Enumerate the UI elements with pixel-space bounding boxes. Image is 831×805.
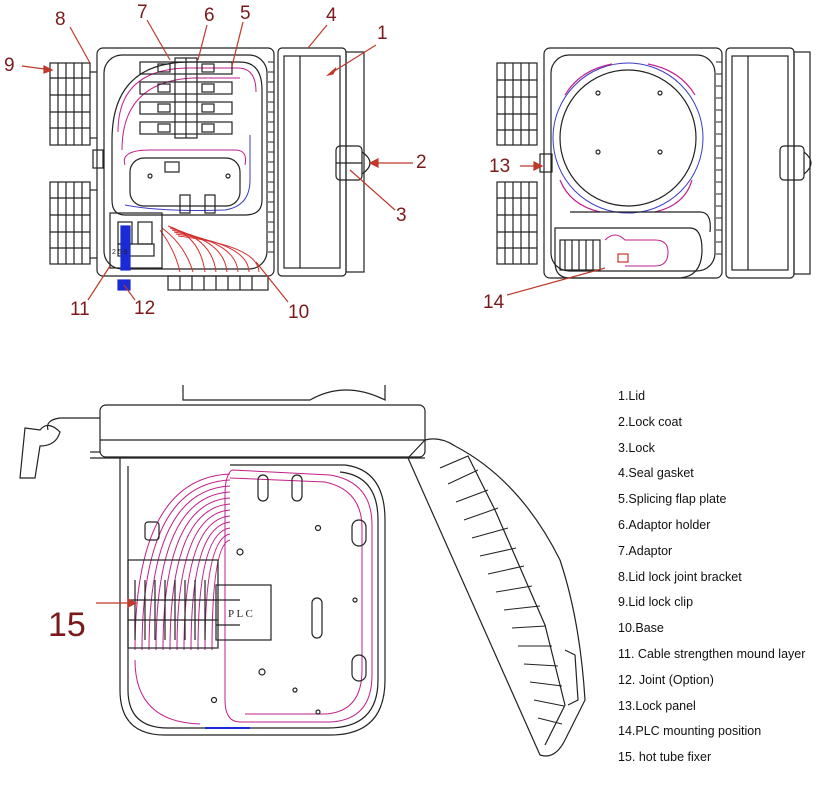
- callout-12: 12: [134, 298, 156, 319]
- callout-2: 2: [416, 152, 427, 173]
- parts-legend: 1.Lid 2.Lock coat 3.Lock 4.Seal gasket 5…: [618, 387, 828, 774]
- plc-module: [215, 584, 272, 641]
- callout-8: 8: [55, 9, 66, 30]
- leader-14: [506, 267, 606, 296]
- port-label: 2 5 6: [112, 249, 128, 256]
- callout-11: 11: [70, 299, 90, 320]
- plc-mounting-position: [554, 227, 703, 279]
- leader-3: [349, 169, 396, 211]
- leader-4: [307, 24, 328, 49]
- callout-13: 13: [489, 156, 511, 177]
- legend-item: 1.Lid: [618, 389, 646, 403]
- callout-3: 3: [396, 205, 407, 226]
- leader-6: [197, 24, 208, 61]
- view-side-plc: [19, 385, 586, 757]
- leader-10: [255, 261, 289, 303]
- joint-option: [120, 225, 131, 271]
- callout-9: 9: [4, 55, 15, 76]
- leader-8: [69, 26, 91, 64]
- view-open-box: [49, 47, 371, 291]
- legend-item: 8.Lid lock joint bracket: [618, 569, 742, 584]
- view-lock-panel: [496, 47, 812, 279]
- legend-item: 4.Seal gasket: [618, 466, 694, 481]
- leader-11: [87, 265, 111, 301]
- lid-lock-clip-upper: [49, 62, 91, 146]
- legend-item: 12. Joint (Option): [618, 672, 714, 687]
- legend-item: 10.Base: [618, 621, 664, 636]
- legend-item: 13.Lock panel: [618, 698, 696, 713]
- plc-label: P L C: [228, 608, 253, 620]
- callout-10: 10: [288, 302, 310, 323]
- callout-5: 5: [240, 3, 251, 24]
- leader-7: [146, 19, 171, 61]
- legend-item: 9.Lid lock clip: [618, 595, 694, 610]
- legend-item: 5.Splicing flap plate: [618, 492, 727, 507]
- leader-1: [327, 44, 377, 76]
- legend-item: 7.Adaptor: [618, 543, 673, 558]
- legend-item: 6.Adaptor holder: [618, 517, 711, 532]
- callout-15: 15: [48, 606, 86, 644]
- legend-item: 15. hot tube fixer: [618, 750, 712, 765]
- adaptor-holder: [139, 57, 233, 139]
- callout-4: 4: [326, 5, 337, 26]
- lid-lock-clip-lower: [49, 181, 91, 265]
- legend-item: 11. Cable strengthen mound layer: [618, 646, 806, 661]
- callout-1: 1: [377, 23, 388, 44]
- leader-12: [123, 284, 136, 301]
- legend-item: 3.Lock: [618, 440, 655, 455]
- callout-7: 7: [137, 2, 148, 23]
- leader-5: [231, 21, 244, 67]
- legend-item: 14.PLC mounting position: [618, 724, 762, 739]
- legend-item: 2.Lock coat: [618, 414, 682, 429]
- callout-14: 14: [483, 292, 505, 313]
- callout-6: 6: [204, 5, 215, 26]
